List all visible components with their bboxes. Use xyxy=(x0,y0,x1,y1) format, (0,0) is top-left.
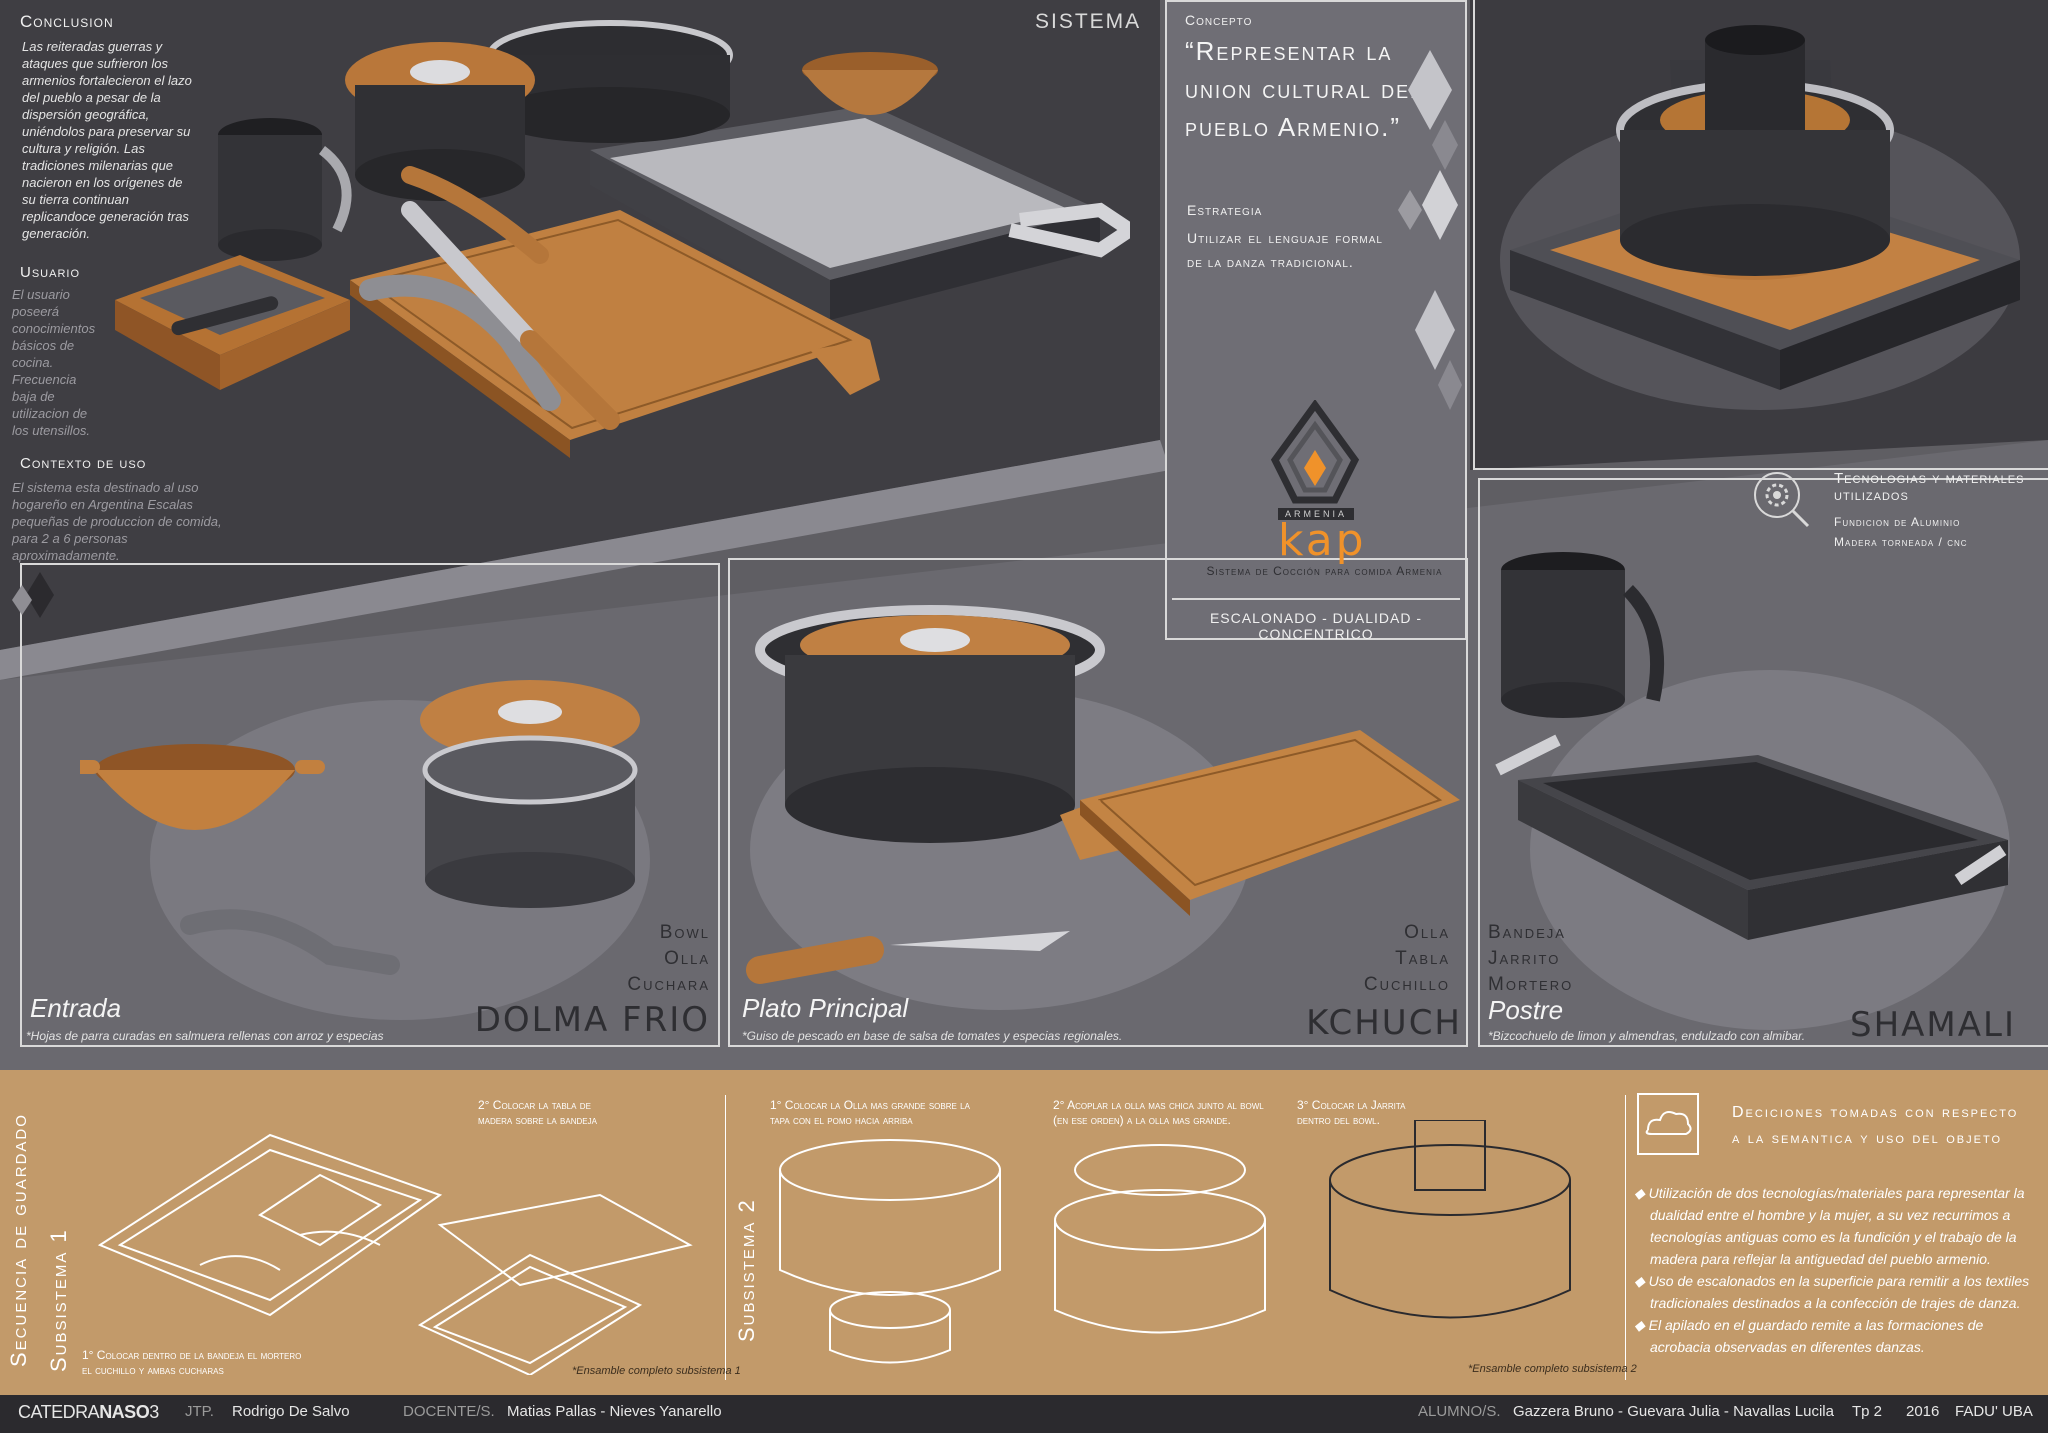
step-2b: 2° Acoplar la olla mas chica junto al bo… xyxy=(1053,1098,1264,1127)
estrategia-label: Estrategia xyxy=(1187,202,1263,218)
footer-brand: CATEDRANASO3 xyxy=(18,1402,159,1422)
kchuch-items: Olla Tabla Cuchillo xyxy=(1300,920,1450,998)
kap-logo-icon xyxy=(1270,400,1360,504)
usuario-text: El usuario poseerá conocimientos básicos… xyxy=(12,287,96,438)
item-cuchillo: Cuchillo xyxy=(1363,974,1450,995)
note-subsystem-1: *Ensamble completo subsistema 1 xyxy=(572,1365,741,1377)
secuencia-title: Secuencia de guardado xyxy=(6,1113,31,1367)
conclusion-text: Las reiteradas guerras y ataques que suf… xyxy=(22,39,192,241)
item-mortero: Mortero xyxy=(1488,974,1574,995)
dish-panel-kchuch xyxy=(728,558,1468,1047)
jtp-label: JTP. xyxy=(185,1403,214,1420)
footer-bar: CATEDRANASO3 JTP. Rodrigo De Salvo DOCEN… xyxy=(0,1395,2048,1433)
stacked-system-render xyxy=(1510,25,2020,390)
docentes-names: Matias Pallas - Nieves Yanarello xyxy=(507,1403,722,1420)
subsystem-2-line-drawing xyxy=(779,1120,1571,1364)
contexto-text: El sistema esta destinado al uso hogareñ… xyxy=(12,480,222,563)
pot-with-lid-render xyxy=(345,42,535,201)
wood-bowl-render xyxy=(802,52,938,115)
item-tabla: Tabla xyxy=(1395,948,1450,969)
item-bandeja: Bandeja xyxy=(1488,922,1566,943)
shamali-render xyxy=(1495,552,2008,940)
year-label: 2016 xyxy=(1906,1403,1940,1420)
shamali-note: *Bizcochuelo de limon y almendras, endul… xyxy=(1488,1029,1806,1043)
decision-item: ◆ Utilización de dos tecnologías/materia… xyxy=(1634,1185,2025,1267)
concepto-label: Concepto xyxy=(1185,12,1253,28)
jtp-name: Rodrigo De Salvo xyxy=(232,1403,350,1420)
kchuch-render xyxy=(746,605,1460,984)
decisiones-title: Deciciones tomadas con respecto a la sem… xyxy=(1732,1104,2019,1147)
estrategia-text: Utilizar el lenguaje formal de la danza … xyxy=(1187,230,1383,270)
decisiones-list: ◆ Utilización de dos tecnologías/materia… xyxy=(1634,1182,2038,1358)
mortar-render xyxy=(115,255,350,390)
concept-panel xyxy=(1165,0,1467,640)
decision-item: ◆ Uso de escalonados en la superficie pa… xyxy=(1634,1273,2030,1311)
tecnologias-item-1: Fundicion de Aluminio xyxy=(1834,515,1961,529)
diamond-icon xyxy=(12,572,54,618)
kchuch-name: KCHUCH xyxy=(1306,1003,1462,1043)
kchuch-note: *Guiso de pescado en base de salsa de to… xyxy=(742,1029,1123,1043)
dolma-render xyxy=(80,680,640,975)
dolma-note: *Hojas de parra curadas en salmuera rell… xyxy=(26,1029,384,1043)
system-render-illustration xyxy=(115,20,1130,458)
subsystem-1-line-drawing xyxy=(97,1133,693,1375)
dolma-items: Bowl Olla Cuchara xyxy=(560,920,710,998)
fadu-label: FADU' UBA xyxy=(1955,1403,2033,1420)
step-2c: 3° Colocar la Jarrita dentro del bowl. xyxy=(1297,1098,1406,1127)
gear-icon xyxy=(1754,472,1810,528)
keywords: ESCALONADO - DUALIDAD - CONCENTRICO xyxy=(1172,598,1460,642)
clouds-icon xyxy=(1637,1093,1699,1155)
note-subsystem-2: *Ensamble completo subsistema 2 xyxy=(1468,1363,1637,1375)
alumnos-label: ALUMNO/S. xyxy=(1418,1403,1501,1420)
decision-item: ◆ El apilado en el guardado remite a las… xyxy=(1634,1317,1984,1355)
concepto-quote: “Representar la union cultural del puebl… xyxy=(1185,36,1423,142)
tray-render xyxy=(590,105,1130,320)
conclusion-title: Conclusion xyxy=(20,12,114,31)
contexto-title: Contexto de uso xyxy=(20,455,147,472)
item-olla: Olla xyxy=(1404,922,1450,943)
kchuch-course: Plato Principal xyxy=(742,993,909,1023)
step-2a: 1° Colocar la Olla mas grande sobre la t… xyxy=(770,1098,970,1127)
docentes-label: DOCENTE/S. xyxy=(403,1403,495,1420)
step-1a: 1° Colocar dentro de la bandeja el morte… xyxy=(82,1348,302,1377)
item-bowl: Bowl xyxy=(659,922,710,943)
tp-label: Tp 2 xyxy=(1852,1403,1883,1420)
usuario-title: Usuario xyxy=(20,264,81,281)
cutting-board-render xyxy=(350,210,880,458)
band-divider-1 xyxy=(725,1095,726,1380)
item-olla: Olla xyxy=(664,948,710,969)
subsistema-2-label: Subsistema 2 xyxy=(734,1198,759,1342)
item-jarrito: Jarrito xyxy=(1488,948,1561,969)
logo-subtitle: Sistema de Cocción para comida Armenia xyxy=(1206,564,1443,578)
subsistema-1-label: Subsistema 1 xyxy=(46,1228,71,1372)
dish-panel-dolma xyxy=(20,563,720,1047)
dolma-name: DOLMA FRIO xyxy=(474,1000,710,1040)
dolma-course: Entrada xyxy=(30,993,122,1023)
tecnologias-item-2: Madera torneada / cnc xyxy=(1834,535,1968,549)
logo-kap-word: kap xyxy=(1278,515,1367,566)
step-1b: 2° Colocar la tabla de madera sobre la b… xyxy=(478,1098,597,1127)
hero-render-panel xyxy=(1473,0,2048,470)
shamali-items: Bandeja Jarrito Mortero xyxy=(1488,920,1638,998)
alumnos-names: Gazzera Bruno - Guevara Julia - Navallas… xyxy=(1513,1403,1834,1420)
utensils-render xyxy=(359,166,620,430)
band-divider-2 xyxy=(1625,1095,1626,1380)
jar-render xyxy=(218,118,352,261)
sistema-label: SISTEMA xyxy=(1035,10,1142,33)
large-pot-render xyxy=(487,20,733,143)
decorative-diamonds xyxy=(1398,50,1462,410)
shamali-course: Postre xyxy=(1488,995,1564,1025)
item-cuchara: Cuchara xyxy=(627,974,710,995)
logo-armenia-label: ARMENIA xyxy=(1278,508,1354,520)
shamali-name: SHAMALI xyxy=(1850,1005,2016,1045)
tecnologias-title: Tecnologias y materiales utilizados xyxy=(1834,470,2025,504)
